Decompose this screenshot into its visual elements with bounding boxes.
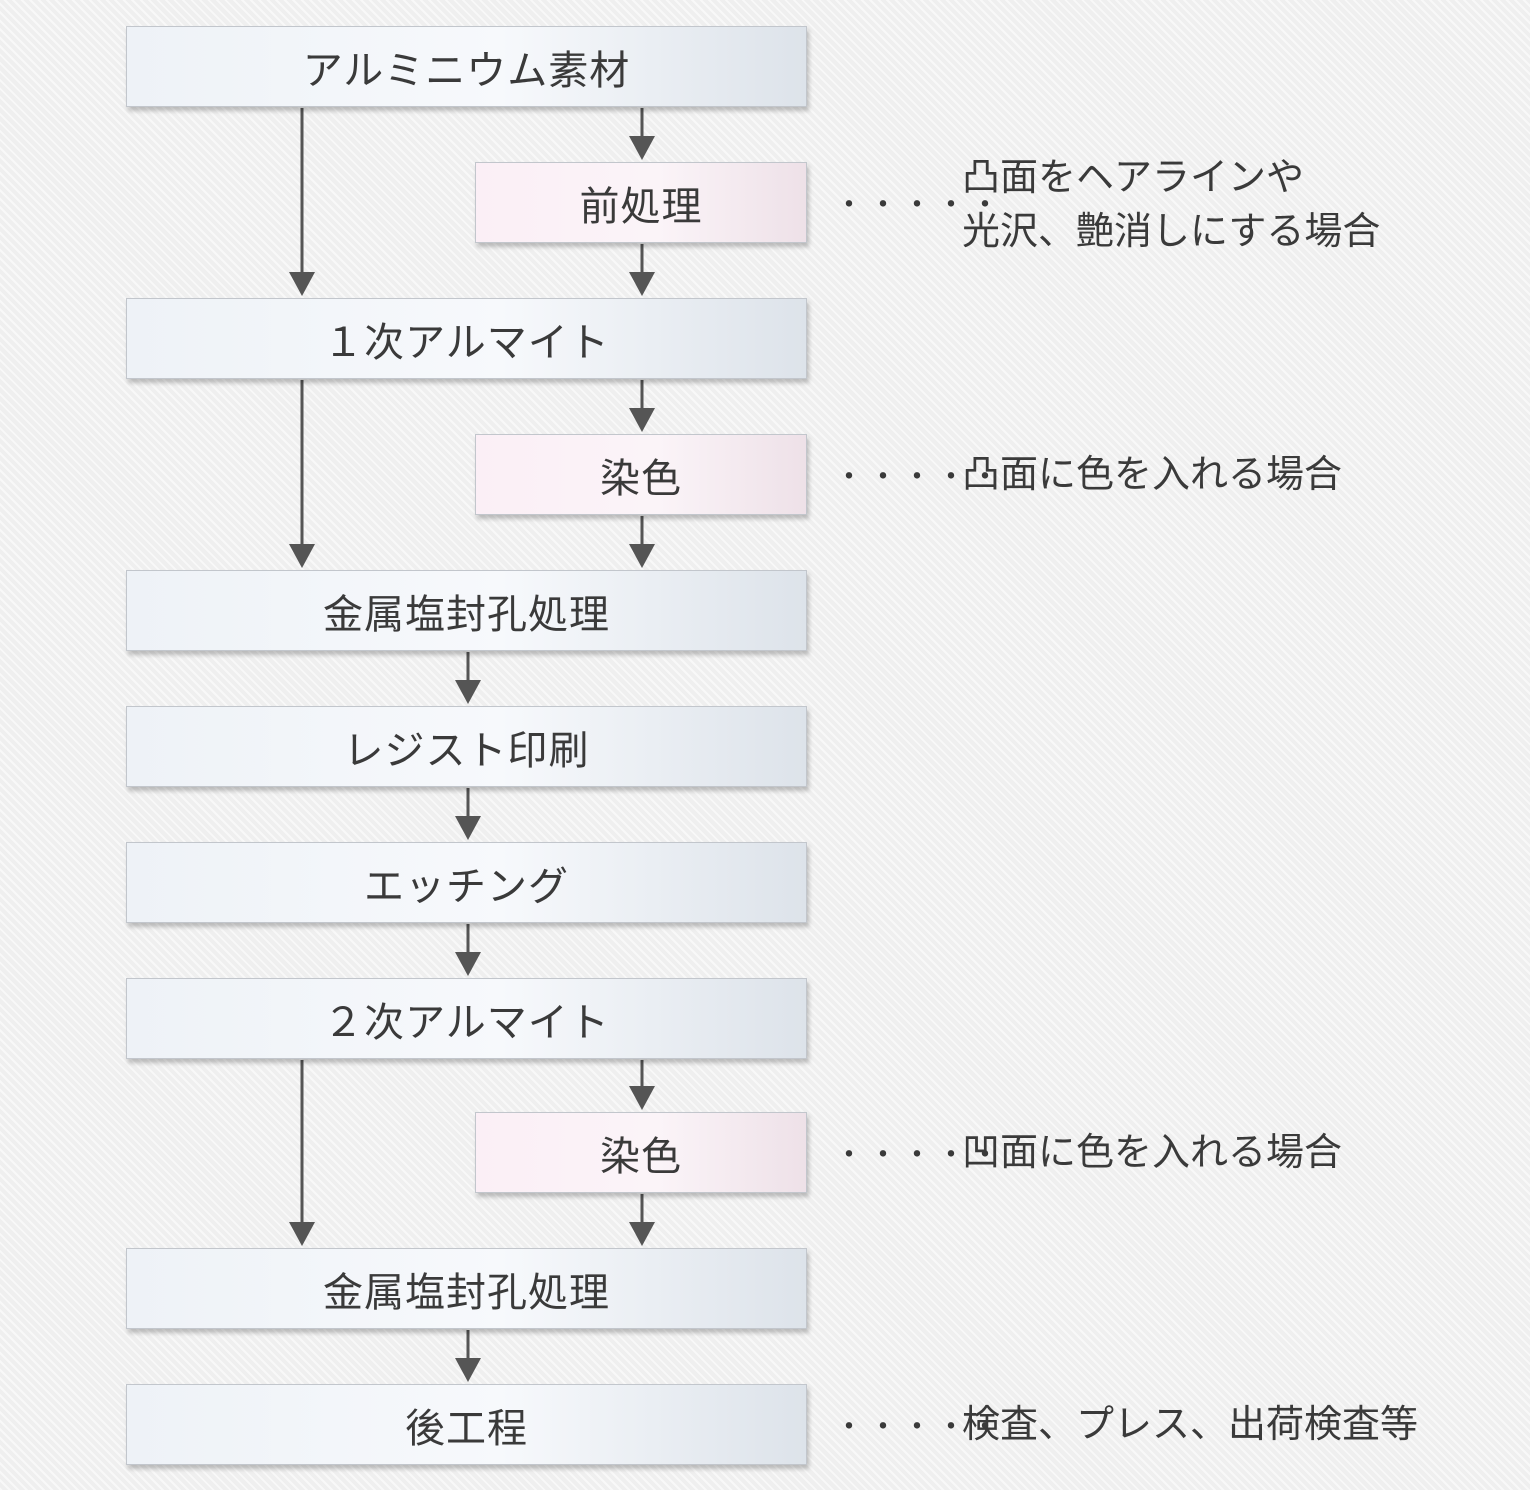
step-aluminum-material: アルミニウム素材 <box>126 26 807 107</box>
arrowhead-icon <box>289 272 315 296</box>
note-line: 凸面をヘアラインや <box>962 155 1305 199</box>
arrowhead-icon <box>629 272 655 296</box>
arrowhead-icon <box>629 408 655 432</box>
step-resist-printing: レジスト印刷 <box>126 706 807 787</box>
arrowhead-icon <box>629 544 655 568</box>
step-label: 染色 <box>600 1133 682 1180</box>
arrowhead-icon <box>629 136 655 160</box>
step-label: 金属塩封孔処理 <box>323 591 610 638</box>
step-label: 後工程 <box>405 1405 528 1452</box>
arrowhead-icon <box>289 544 315 568</box>
arrowhead-icon <box>455 816 481 840</box>
note-dyeing-1: 凸面に色を入れる場合 <box>962 452 1343 496</box>
step-label: エッチング <box>364 863 569 910</box>
step-label: 金属塩封孔処理 <box>323 1269 610 1316</box>
step-metal-salt-sealing-1: 金属塩封孔処理 <box>126 570 807 651</box>
step-post-process: 後工程 <box>126 1384 807 1465</box>
arrowhead-icon <box>455 1358 481 1382</box>
step-label: ２次アルマイト <box>323 999 610 1046</box>
leader-dots: ・・・・・ <box>834 1138 1004 1173</box>
step-label: 染色 <box>600 455 682 502</box>
step-label: レジスト印刷 <box>343 727 590 774</box>
leader-dots: ・・・・・ <box>834 1410 1004 1445</box>
step-label: 前処理 <box>579 183 703 230</box>
arrowhead-icon <box>629 1222 655 1246</box>
step-label: アルミニウム素材 <box>302 47 631 94</box>
note-pretreatment: 凸面をヘアラインや 光沢、艶消しにする場合 <box>962 150 1380 258</box>
leader-dots: ・・・・・ <box>834 188 1004 223</box>
step-etching: エッチング <box>126 842 807 923</box>
leader-dots: ・・・・・ <box>834 460 1004 495</box>
step-pretreatment: 前処理 <box>475 162 807 243</box>
note-line: 光沢、艶消しにする場合 <box>962 209 1381 253</box>
step-label: １次アルマイト <box>323 319 610 366</box>
arrowhead-icon <box>289 1222 315 1246</box>
step-metal-salt-sealing-2: 金属塩封孔処理 <box>126 1248 807 1329</box>
step-primary-anodize: １次アルマイト <box>126 298 807 379</box>
note-dyeing-2: 凹面に色を入れる場合 <box>962 1130 1343 1174</box>
step-dyeing-2: 染色 <box>475 1112 807 1193</box>
step-secondary-anodize: ２次アルマイト <box>126 978 807 1059</box>
step-dyeing-1: 染色 <box>475 434 807 515</box>
arrowhead-icon <box>455 952 481 976</box>
arrowhead-icon <box>455 680 481 704</box>
arrowhead-icon <box>629 1086 655 1110</box>
note-post-process: 検査、プレス、出荷検査等 <box>962 1402 1419 1446</box>
